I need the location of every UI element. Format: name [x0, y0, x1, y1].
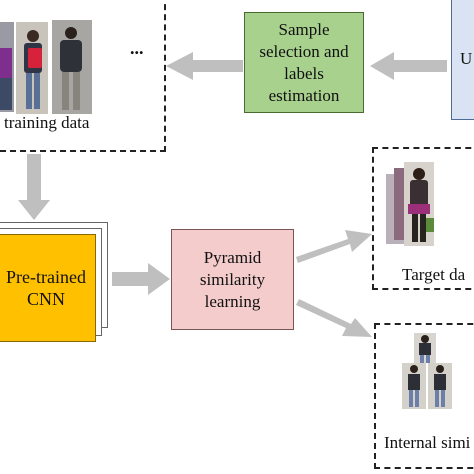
pretrained-cnn-label: Pre-trained CNN [6, 267, 86, 309]
ellipsis-text: ... [130, 38, 144, 58]
arrow-pyramid-to-internal [296, 299, 372, 337]
pedestrian-image-2 [16, 22, 48, 114]
training-pedestrian-images [0, 20, 92, 114]
pedestrian-image-1 [0, 22, 14, 112]
pyramid-similarity-label: Pyramid similarity learning [199, 247, 266, 311]
pyramid-similarity-box: Pyramid similarity learning [171, 229, 294, 330]
unlabeled-data-label: U [460, 48, 473, 68]
arrow-sample-to-training [166, 52, 243, 80]
target-data-label: Target da [402, 265, 466, 284]
internal-pedestrian-images [402, 333, 452, 409]
arrow-training-to-cnn [18, 154, 50, 220]
unlabeled-data-box: U [451, 0, 474, 120]
target-pedestrian-images [386, 162, 434, 246]
internal-similarity-label: Internal simi [384, 433, 471, 452]
pedestrian-image-3 [52, 20, 92, 114]
arrow-unlabeled-to-sample [370, 52, 447, 80]
sample-selection-box: Sample selection and labels estimation [244, 12, 364, 113]
arrow-pyramid-to-target [296, 230, 372, 263]
sample-selection-label: Sample selection and labels estimation [259, 19, 349, 105]
training-data-label: training data [4, 113, 90, 132]
arrow-cnn-to-pyramid [112, 263, 170, 295]
pretrained-cnn-box: Pre-trained CNN [0, 234, 96, 342]
